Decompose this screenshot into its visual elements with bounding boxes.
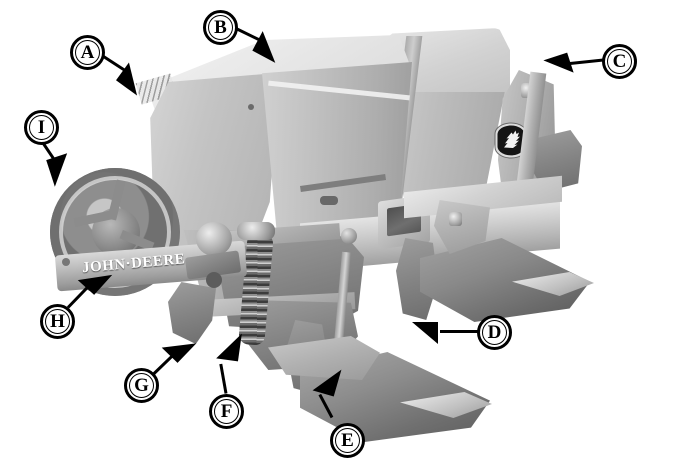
callout-badge-H[interactable]: H	[40, 304, 75, 339]
callout-arrow-F	[216, 330, 256, 398]
arm-bolt	[62, 258, 70, 266]
drive-hub	[196, 222, 232, 256]
callout-arrow-E	[310, 363, 352, 426]
callout-label-C: C	[612, 51, 627, 72]
callout-badge-D[interactable]: D	[477, 315, 512, 350]
callout-badge-E[interactable]: E	[330, 423, 365, 458]
hopper-latch	[248, 104, 254, 110]
callout-arrow-I	[40, 138, 84, 192]
callout-badge-C[interactable]: C	[602, 44, 637, 79]
callout-arrow-C	[543, 52, 606, 82]
frame-pin-b	[341, 228, 357, 244]
callout-badge-G[interactable]: G	[124, 368, 159, 403]
callout-badge-A[interactable]: A	[70, 35, 105, 70]
callout-label-B: B	[214, 17, 227, 38]
callout-badge-I[interactable]: I	[24, 110, 59, 145]
callout-label-H: H	[50, 311, 65, 332]
spring-top-cap	[237, 222, 275, 240]
gauge-wheel-tire	[50, 168, 180, 296]
chain-idler	[206, 272, 222, 288]
callout-label-A: A	[80, 42, 95, 63]
callout-label-D: D	[487, 322, 502, 343]
callout-badge-F[interactable]: F	[209, 394, 244, 429]
callout-arrow-G	[150, 328, 204, 380]
rear-opener-bolt	[449, 212, 462, 226]
callout-arrow-A	[100, 54, 156, 96]
callout-label-G: G	[134, 375, 149, 396]
leaping-deer-logo	[494, 122, 528, 159]
callout-badge-B[interactable]: B	[203, 10, 238, 45]
callout-label-F: F	[220, 401, 233, 422]
callout-arrow-D	[412, 320, 478, 346]
frame-pin-a	[320, 196, 338, 205]
callout-arrow-B	[232, 26, 294, 64]
callout-label-I: I	[37, 117, 46, 138]
callout-label-E: E	[341, 430, 354, 451]
